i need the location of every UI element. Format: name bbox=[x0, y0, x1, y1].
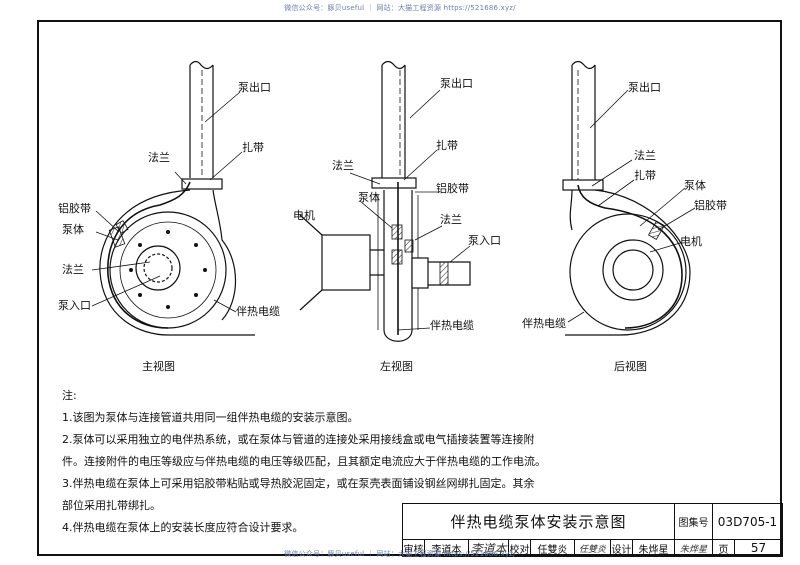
front-leaders bbox=[91, 91, 243, 313]
notes-block: 注: 1.该图为泵体与连接管道共用同一组伴热电缆的安装示意图。 2.泵体可以采用… bbox=[62, 385, 546, 539]
back-label-pump: 泵体 bbox=[684, 179, 706, 192]
left-view bbox=[299, 60, 471, 342]
left-label-alutape: 铝胶带 bbox=[436, 182, 469, 195]
back-outlet-pipe bbox=[571, 65, 596, 180]
left-label-inlet: 泵入口 bbox=[468, 234, 501, 247]
front-label-clamp: 扎带 bbox=[242, 141, 264, 154]
drawing-frame bbox=[37, 20, 782, 556]
left-pump-body bbox=[383, 190, 413, 342]
left-label-cable: 伴热电缆 bbox=[430, 319, 474, 332]
watermark-top: 微信公众号：豚贝useful ｜ 网站：大猫工程资源 https://52168… bbox=[284, 4, 516, 12]
back-casing bbox=[569, 213, 687, 331]
notes-heading: 注: bbox=[62, 389, 77, 402]
back-cable bbox=[577, 184, 683, 329]
left-leaders bbox=[349, 89, 471, 331]
left-label-motor: 电机 bbox=[293, 209, 315, 222]
back-motor-ring bbox=[602, 239, 664, 301]
reviewer-name: 李道本 bbox=[425, 540, 469, 557]
back-label-flange: 法兰 bbox=[634, 149, 656, 162]
atlas-label: 图集号 bbox=[675, 504, 713, 540]
left-inlet-flange bbox=[411, 257, 429, 289]
front-label-outlet: 泵出口 bbox=[238, 81, 271, 94]
left-label-outlet: 泵出口 bbox=[440, 77, 473, 90]
page-number: 57 bbox=[735, 540, 783, 557]
back-label-outlet: 泵出口 bbox=[628, 81, 661, 94]
back-view-caption: 后视图 bbox=[614, 360, 647, 373]
left-label-flange: 法兰 bbox=[332, 159, 354, 172]
page-label: 页 bbox=[713, 540, 735, 557]
front-pipe-break bbox=[189, 60, 214, 70]
note-line: 3.伴热电缆在泵体上可采用铝胶带粘贴或导热胶泥固定，或在泵壳表面铺设钢丝网绑扎固… bbox=[62, 477, 535, 490]
front-flange bbox=[181, 178, 223, 190]
back-view bbox=[562, 60, 696, 336]
design-label: 设计 bbox=[611, 540, 633, 557]
designer-name: 朱烨星 bbox=[633, 540, 675, 557]
left-label-flange2: 法兰 bbox=[440, 213, 462, 226]
left-label-pump: 泵体 bbox=[358, 191, 380, 204]
front-label-flange2: 法兰 bbox=[62, 263, 84, 276]
left-motor bbox=[321, 234, 371, 291]
note-line: 件。连接附件的电压等级应与伴热电缆的电压等级匹配，且其额定电流应大于伴热电缆的工… bbox=[62, 455, 546, 468]
front-outlet-pipe bbox=[189, 65, 214, 178]
note-line: 4.伴热电缆在泵体上的安装长度应符合设计要求。 bbox=[62, 521, 304, 534]
note-line: 部位采用扎带绑扎。 bbox=[62, 499, 161, 512]
note-line: 2.泵体可以采用独立的电伴热系统，或在泵体与管道的连接处采用接线盒或电气插接装置… bbox=[62, 433, 535, 446]
front-label-inlet: 泵入口 bbox=[58, 299, 91, 312]
front-inlet-ring bbox=[135, 245, 181, 291]
front-view-caption: 主视图 bbox=[142, 360, 175, 373]
checker-name: 任雙炎 bbox=[531, 540, 575, 557]
front-cable bbox=[107, 181, 191, 329]
back-volute bbox=[565, 189, 691, 336]
front-view bbox=[91, 60, 255, 336]
front-bolts bbox=[129, 230, 207, 309]
watermark-bottom: 微信公众号：豚贝useful ｜ 网站：大猫工程资源 https://52168… bbox=[284, 550, 516, 558]
back-label-motor: 电机 bbox=[680, 235, 702, 248]
front-label-cable: 伴热电缆 bbox=[236, 305, 280, 318]
left-alu-tape bbox=[391, 224, 414, 265]
front-alu-tape bbox=[108, 220, 129, 248]
front-label-flange: 法兰 bbox=[148, 151, 170, 164]
atlas-number: 03D705-1 bbox=[713, 504, 783, 540]
back-label-cable: 伴热电缆 bbox=[522, 317, 566, 330]
front-label-pump: 泵体 bbox=[62, 223, 84, 236]
back-alu-tape bbox=[647, 220, 665, 240]
back-leaders bbox=[567, 89, 696, 323]
front-label-alutape: 铝胶带 bbox=[58, 202, 91, 215]
back-flange bbox=[562, 179, 604, 191]
checker-signature: 任雙炎 bbox=[575, 540, 611, 557]
back-label-clamp: 扎带 bbox=[634, 169, 656, 182]
left-inlet-pipe bbox=[428, 261, 471, 286]
drawing-title: 伴热电缆泵体安装示意图 bbox=[403, 504, 675, 540]
note-line: 1.该图为泵体与连接管道共用同一组伴热电缆的安装示意图。 bbox=[62, 411, 359, 424]
back-label-alutape: 铝胶带 bbox=[694, 199, 727, 212]
front-volute bbox=[99, 189, 255, 336]
check-label: 校对 bbox=[509, 540, 531, 557]
left-label-clamp: 扎带 bbox=[436, 139, 458, 152]
reviewer-signature: 李道本 bbox=[469, 540, 509, 557]
left-flange bbox=[371, 177, 417, 189]
title-block: 伴热电缆泵体安装示意图 图集号 03D705-1 审核 李道本 李道本 校对 任… bbox=[402, 503, 783, 557]
designer-signature: 朱烨星 bbox=[675, 540, 713, 557]
left-view-caption: 左视图 bbox=[380, 360, 413, 373]
left-outlet-pipe bbox=[381, 65, 406, 178]
review-label: 审核 bbox=[403, 540, 425, 557]
